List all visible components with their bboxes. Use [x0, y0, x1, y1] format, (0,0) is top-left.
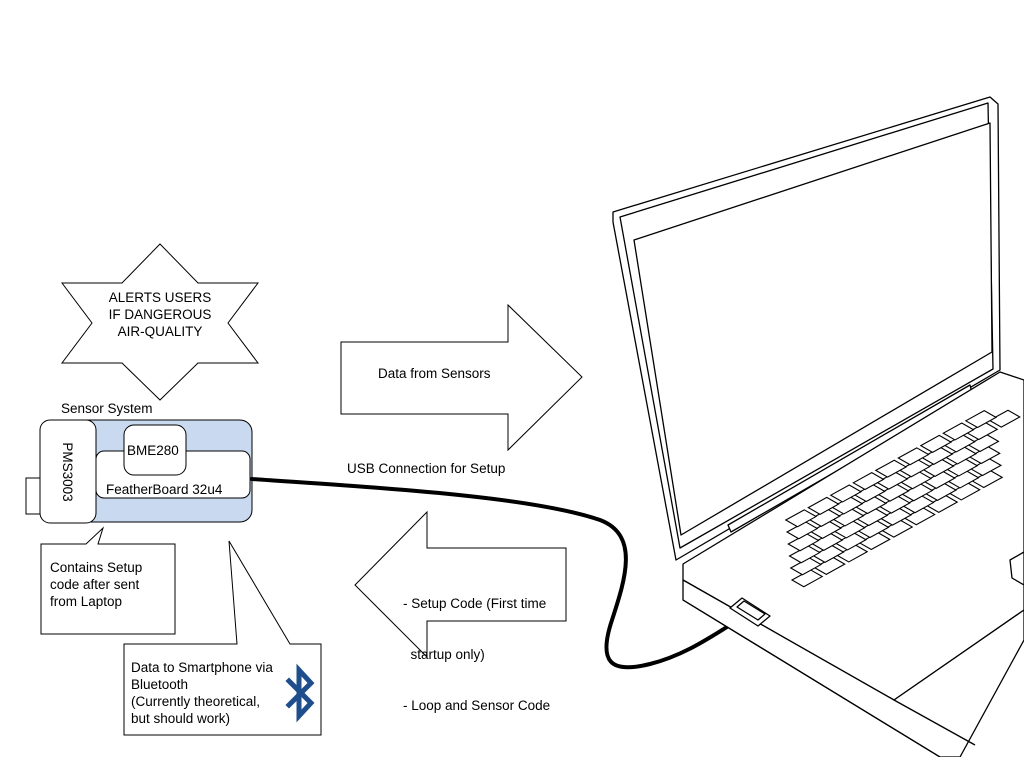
alert-line-1: ALERTS USERS [108, 290, 212, 305]
usb-label: USB Connection for Setup [347, 461, 506, 476]
setup-callout-shape [40, 526, 176, 635]
bluetooth-line-2: Bluetooth [131, 677, 189, 692]
bluetooth-icon [285, 663, 315, 723]
keyboard-key [897, 447, 930, 466]
keyboard-key [784, 509, 818, 528]
setup-arrow-shape [354, 510, 567, 659]
data-arrow-label: Data from Sensors [378, 366, 491, 381]
setup-callout-line-3: from Laptop [50, 594, 123, 609]
bluetooth-callout-shape [123, 540, 322, 736]
laptop-keyboard [784, 409, 1021, 588]
keyboard-key [852, 472, 885, 491]
bluetooth-callout-text: Data to Smartphone via Bluetooth (Curren… [131, 659, 273, 727]
alert-line-2: IF DANGEROUS [108, 307, 212, 322]
sensor-system-title: Sensor System [61, 401, 153, 416]
setup-callout-line-1: Contains Setup [50, 560, 143, 575]
setup-arrow-text: - Setup Code (First time startup only) -… [403, 561, 550, 748]
keyboard-key [988, 409, 1021, 428]
setup-callout-text: Contains Setup code after sent from Lapt… [50, 559, 142, 610]
setup-line-1: - Setup Code (First time [403, 596, 547, 611]
alert-line-3: AIR-QUALITY [117, 324, 203, 339]
keyboard-key [919, 434, 953, 453]
pms3003-label: PMS3003 [60, 442, 75, 502]
bluetooth-line-4: but should work) [131, 711, 231, 726]
usb-cable [250, 477, 744, 670]
setup-line-3: - Loop and Sensor Code [403, 698, 551, 713]
keyboard-key [807, 496, 840, 515]
bluetooth-line-3: (Currently theoretical, [131, 694, 261, 709]
bme280-label: BME280 [127, 443, 179, 458]
bluetooth-line-1: Data to Smartphone via [131, 660, 273, 675]
alert-text: ALERTS USERS IF DANGEROUS AIR-QUALITY [84, 289, 236, 340]
keyboard-key [874, 459, 908, 478]
featherboard-label: FeatherBoard 32u4 [106, 482, 223, 497]
bme280-module [123, 424, 187, 476]
data-arrow-shape [340, 303, 583, 452]
setup-line-2: startup only) [403, 647, 485, 662]
alert-star [61, 243, 259, 401]
keyboard-key [942, 422, 975, 441]
keyboard-key [964, 410, 998, 429]
keyboard-key [829, 484, 863, 503]
setup-callout-line-2: code after sent [50, 577, 140, 592]
